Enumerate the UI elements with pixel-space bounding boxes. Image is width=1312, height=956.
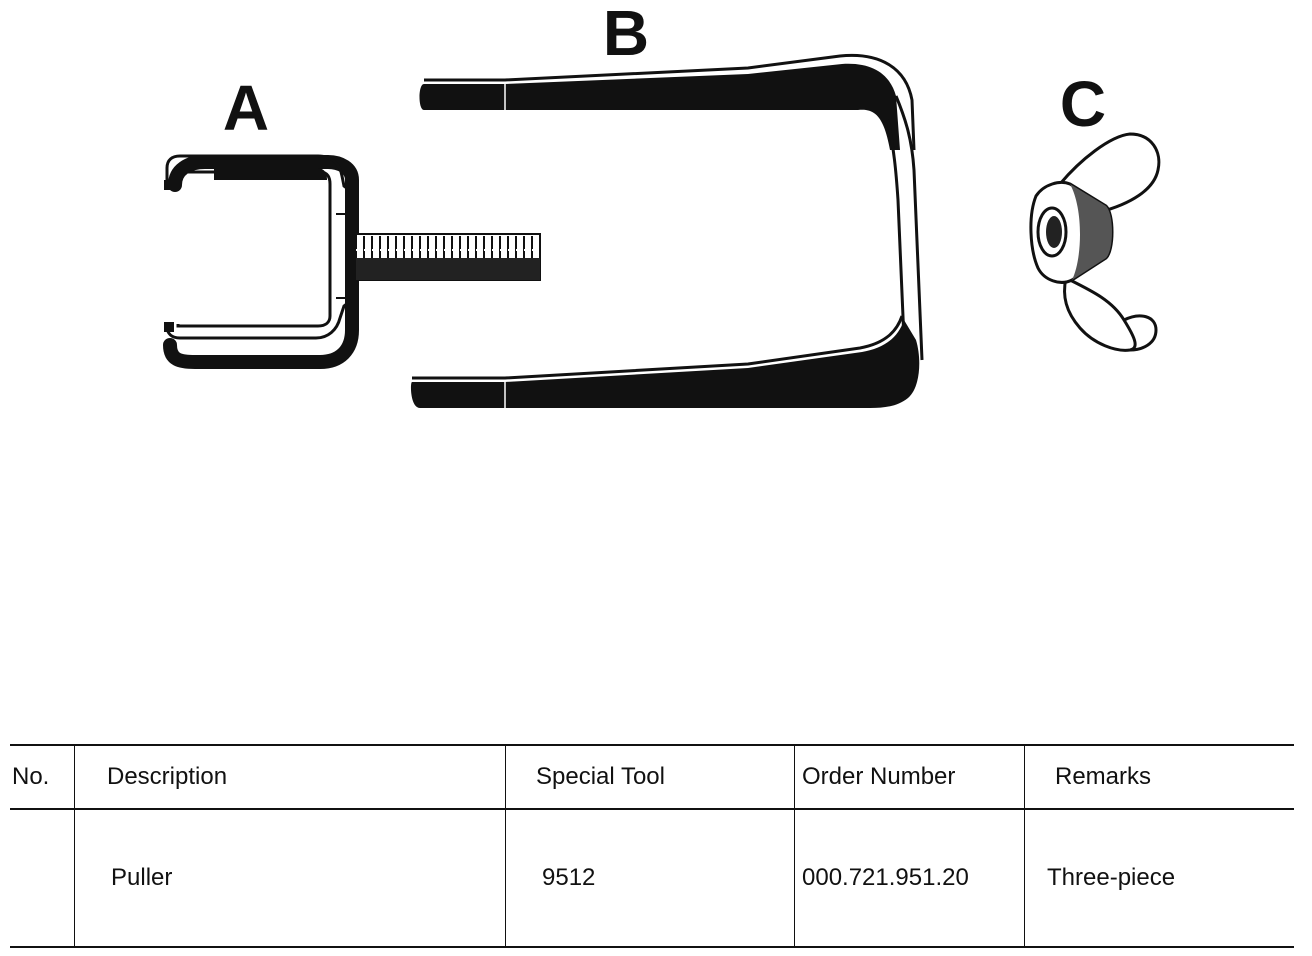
part-label-c: C: [1060, 68, 1106, 140]
cell-description: Puller: [74, 809, 506, 947]
part-label-a: A: [223, 72, 269, 144]
header-no: No.: [10, 745, 75, 809]
header-remarks: Remarks: [1055, 763, 1152, 790]
cell-order-number: 000.721.951.20: [794, 809, 1025, 947]
special-tool-table: No. Description Special Tool Order Numbe…: [10, 744, 1294, 948]
puller-illustration: A B C: [163, 0, 1161, 408]
header-special-tool: Special Tool: [505, 745, 795, 809]
cell-special-tool: 9512: [505, 809, 795, 947]
table-header-row: No. Description Special Tool Order Numbe…: [10, 745, 1294, 809]
part-label-b: B: [603, 0, 649, 69]
table-row: Puller 9512 000.721.951.20 Three-piece: [10, 809, 1294, 947]
part-b-arm: [410, 53, 924, 408]
part-a-clamp: [163, 154, 541, 369]
header-description: Description: [74, 745, 506, 809]
cell-remarks: Three-piece: [1047, 864, 1176, 891]
header-order-number: Order Number: [794, 745, 1025, 809]
part-c-wing-nut: [1029, 132, 1161, 352]
cell-no: [10, 809, 75, 947]
